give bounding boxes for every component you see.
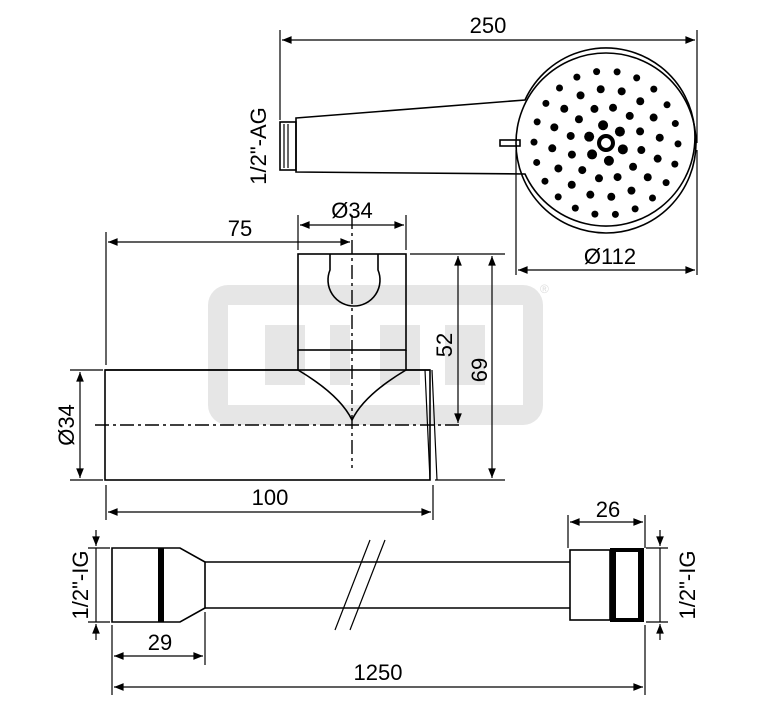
nozzle (554, 193, 562, 201)
wall-holder (95, 215, 462, 481)
hand-shower (279, 47, 697, 234)
nozzle (648, 194, 656, 202)
watermark-logo: ® (208, 282, 549, 425)
nozzle (625, 111, 634, 120)
nozzle (629, 162, 638, 171)
nozzle (636, 97, 645, 106)
nozzle (571, 204, 579, 212)
dim-body-diameter: Ø34 (54, 404, 79, 446)
nozzle (541, 177, 549, 185)
spray-nozzles (530, 68, 682, 218)
nozzle (548, 144, 557, 153)
nozzle (674, 140, 682, 148)
dim-head-diameter: Ø112 (584, 244, 636, 269)
nozzle (617, 87, 626, 96)
dim-right-thread: 1/2"-IG (675, 551, 700, 620)
dim-shower-thread: 1/2"-AG (246, 107, 271, 185)
nozzle (567, 180, 576, 189)
nozzle (637, 146, 646, 155)
nozzle (609, 103, 618, 112)
nozzle (671, 120, 679, 128)
nozzle (590, 104, 599, 113)
nozzle (530, 138, 538, 146)
nozzle (594, 174, 603, 183)
nozzle (587, 149, 598, 160)
nozzle (611, 210, 619, 218)
nozzle (649, 113, 658, 122)
nozzle (662, 179, 670, 187)
nozzle (613, 68, 621, 76)
nozzle (596, 85, 605, 94)
nozzle (653, 154, 662, 163)
nozzle (643, 173, 652, 182)
nozzle (633, 74, 641, 82)
dim-shower-length: 250 (470, 13, 507, 38)
nozzle (631, 205, 639, 213)
nozzle (614, 126, 625, 137)
nozzle (636, 127, 645, 136)
shower-hose (111, 539, 644, 631)
nozzle (663, 101, 671, 109)
nozzle (567, 150, 576, 159)
nozzle (586, 190, 595, 199)
nozzle (576, 91, 585, 100)
nozzle (613, 173, 622, 182)
nozzle (578, 166, 587, 175)
dim-body-length: 100 (252, 485, 289, 510)
nozzle (655, 133, 664, 142)
nozzle (598, 120, 609, 131)
nozzle (627, 186, 636, 195)
dim-inner-height: 52 (432, 333, 457, 357)
nozzle (603, 155, 614, 166)
nozzle (550, 123, 559, 132)
dim-left-nut: 29 (148, 630, 172, 655)
nozzle (533, 118, 541, 126)
nozzle (584, 131, 595, 142)
nozzle (593, 68, 601, 76)
center-nozzle (597, 134, 615, 152)
nozzle (566, 131, 575, 140)
dim-offset: 75 (228, 216, 252, 241)
svg-text:®: ® (540, 282, 549, 296)
nozzle (533, 158, 541, 166)
dim-left-thread: 1/2"-IG (68, 551, 93, 620)
nozzle (573, 73, 581, 81)
dim-total-height: 69 (467, 358, 492, 382)
nozzle (556, 84, 564, 92)
nozzle (554, 164, 563, 173)
nozzle (617, 144, 628, 155)
nozzle (542, 99, 550, 107)
nozzle (671, 160, 679, 168)
dim-right-nut: 26 (596, 497, 620, 522)
nozzle (607, 192, 616, 201)
dim-hose-length: 1250 (354, 660, 403, 685)
nozzle (591, 210, 599, 218)
dim-holder-diameter: Ø34 (331, 198, 373, 223)
nozzle (574, 115, 583, 124)
nozzle (650, 85, 658, 93)
nozzle (560, 104, 569, 113)
